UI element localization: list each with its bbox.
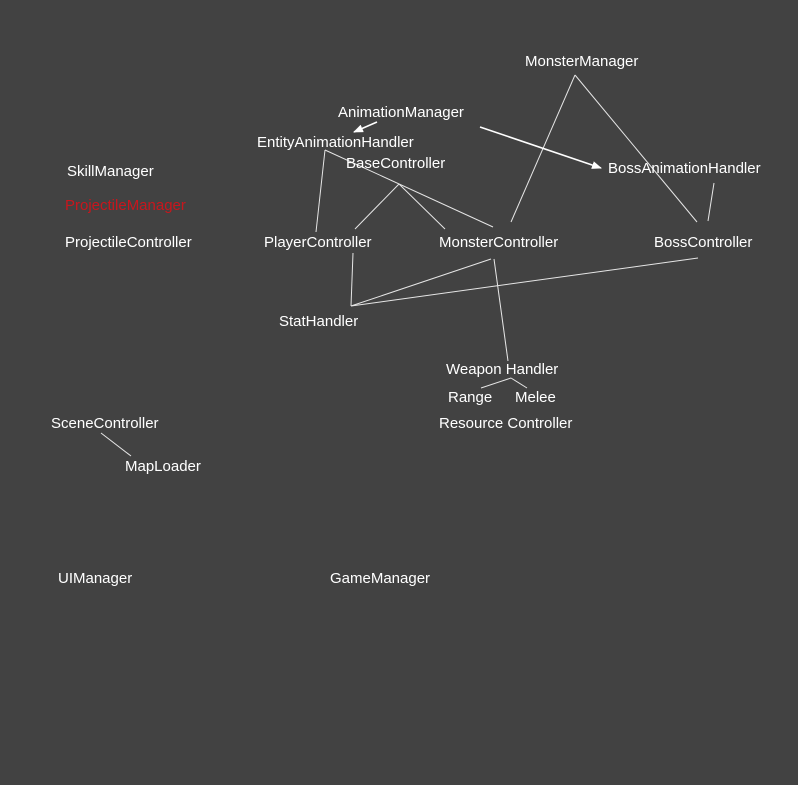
edge-weaponhandler-melee (510, 377, 528, 389)
node-skill-manager[interactable]: SkillManager (67, 163, 154, 180)
node-range[interactable]: Range (448, 389, 493, 406)
node-weapon-handler[interactable]: Weapon Handler (446, 361, 559, 378)
node-projectile-manager[interactable]: ProjectileManager (65, 197, 186, 214)
edge-entityanimation-monstercontroller (324, 149, 494, 228)
edge-weaponhandler-range (480, 377, 512, 389)
edge-basecontroller-monstercontroller (398, 183, 446, 230)
node-animation-manager[interactable]: AnimationManager (338, 104, 464, 121)
node-resource-controller[interactable]: Resource Controller (439, 415, 573, 432)
edge-monstercontroller-weaponhandler (493, 258, 509, 362)
node-map-loader[interactable]: MapLoader (125, 458, 201, 475)
edge-scenecontroller-maploader (100, 432, 132, 457)
node-stat-handler[interactable]: StatHandler (279, 313, 359, 330)
edge-playercontroller-stathandler (350, 252, 354, 307)
node-projectile-controller[interactable]: ProjectileController (65, 234, 192, 251)
node-boss-animation-handler[interactable]: BossAnimationHandler (608, 160, 761, 177)
node-monster-controller[interactable]: MonsterController (439, 234, 559, 251)
node-player-controller[interactable]: PlayerController (264, 234, 372, 251)
edge-bosscontroller-stathandler (350, 257, 699, 307)
node-monster-manager[interactable]: MonsterManager (525, 53, 639, 70)
edge-bossanimation-bosscontroller (707, 182, 715, 222)
node-melee[interactable]: Melee (515, 389, 556, 406)
node-base-controller[interactable]: BaseController (346, 155, 446, 172)
node-entity-animation-handler[interactable]: EntityAnimationHandler (257, 134, 414, 151)
node-boss-controller[interactable]: BossController (654, 234, 753, 251)
edge-entityanimation-playercontroller (315, 149, 326, 233)
arrow-animationmanager-bossanimationhandler (479, 126, 602, 169)
node-scene-controller[interactable]: SceneController (51, 415, 159, 432)
edge-monstercontroller-stathandler (350, 258, 492, 307)
arrow-animationmanager-entityanimationhandler (353, 121, 378, 133)
node-game-manager[interactable]: GameManager (330, 570, 431, 587)
edge-basecontroller-playercontroller (354, 183, 400, 230)
edge-monstermanager-bosscontroller (574, 74, 698, 223)
node-ui-manager[interactable]: UIManager (58, 570, 133, 587)
